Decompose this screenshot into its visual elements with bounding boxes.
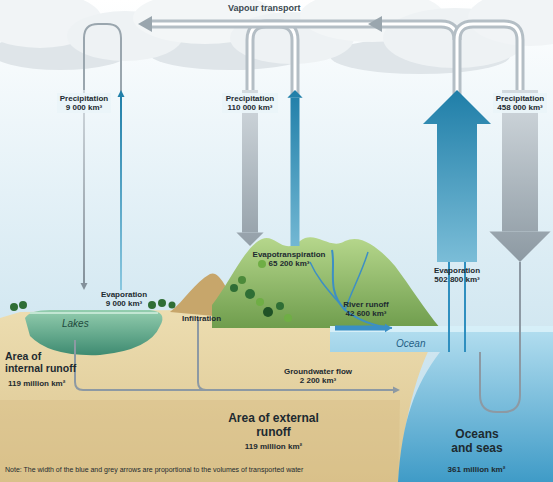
clouds xyxy=(0,0,553,74)
note-text: Note: The width of the blue and grey arr… xyxy=(5,466,445,474)
tree xyxy=(284,314,292,322)
tree xyxy=(238,276,246,284)
vapour-loop xyxy=(84,24,121,95)
vapour-loop-highlight xyxy=(250,24,295,95)
lake-surface xyxy=(30,312,158,314)
arrow-head xyxy=(81,283,88,290)
flow-label: Evaporation 9 000 km³ xyxy=(98,290,150,308)
node-text: 119 million km² xyxy=(212,442,335,451)
arrow-shaft xyxy=(120,97,122,290)
flow-label: River runoff 42 600 km³ xyxy=(340,300,392,318)
trees xyxy=(10,260,292,322)
arrow-shaft xyxy=(437,124,477,262)
node-text: Vapour transport xyxy=(228,3,338,13)
ocean-loop-line xyxy=(480,262,520,412)
ocean-surface: Ocean xyxy=(392,322,462,356)
flow-label: Groundwater flow 2 200 km³ xyxy=(281,367,355,385)
tree xyxy=(245,289,255,299)
arrow-head xyxy=(236,232,263,246)
cloud-band: Vapour transport xyxy=(0,0,553,90)
tree xyxy=(256,298,264,306)
arrow-head xyxy=(423,90,491,124)
arrow-head xyxy=(385,324,392,333)
vapour-loop xyxy=(250,24,295,95)
flow-label: Evaporation 502 800 km³ xyxy=(430,266,484,284)
tree xyxy=(148,301,156,309)
tree xyxy=(169,302,176,309)
flow-arrow xyxy=(489,90,550,262)
arrow-shaft xyxy=(335,326,385,331)
arrow-head xyxy=(489,231,550,262)
ocean-area: Oceans and seas 361 million km² xyxy=(400,262,553,482)
infiltration-line xyxy=(198,318,206,390)
flow-arrow xyxy=(287,90,302,246)
arrow-shaft xyxy=(212,389,393,391)
river xyxy=(310,250,392,328)
node-text: Oceans and seas xyxy=(446,428,508,456)
flow-arrow xyxy=(335,324,392,333)
node-text: Ocean xyxy=(396,338,456,350)
groundwater-line xyxy=(75,340,212,390)
tree xyxy=(276,302,284,310)
arrow-head xyxy=(287,90,302,98)
lake xyxy=(25,310,162,355)
node-text: 361 million km² xyxy=(400,465,553,474)
groundwater-lines xyxy=(75,262,520,412)
arrow-shaft xyxy=(291,98,300,246)
hills xyxy=(212,237,440,328)
tree xyxy=(263,307,273,317)
node-text: 119 million km² xyxy=(8,379,108,388)
vapour-loop xyxy=(457,24,520,95)
flow-label: Precipitation 9 000 km³ xyxy=(57,93,111,113)
tree xyxy=(10,303,18,311)
arrow-shaft xyxy=(83,90,85,283)
vapour-arrowhead xyxy=(138,16,152,32)
flow-arrow xyxy=(236,90,263,246)
flow-arrow xyxy=(118,90,125,290)
vapour-arrowhead xyxy=(368,16,382,32)
land-area: Area of internal runoff 119 million km² La… xyxy=(0,290,212,482)
flow-label: Precipitation 110 000 km³ xyxy=(222,93,278,113)
vapour-loop-highlight xyxy=(457,24,520,95)
annotation: Infiltration xyxy=(182,314,242,323)
tree xyxy=(258,260,266,268)
vapour-pipes xyxy=(84,16,520,95)
river-line xyxy=(332,250,392,328)
river-line xyxy=(310,262,345,310)
tree xyxy=(19,301,27,309)
tree xyxy=(158,299,166,307)
flow-label: Precipitation 458 000 km³ xyxy=(493,93,547,113)
tree xyxy=(230,284,238,292)
lake-area: Lakes xyxy=(28,308,158,350)
flow-arrow xyxy=(212,387,400,394)
vapour-transport-line xyxy=(150,24,457,95)
node-text: Lakes xyxy=(62,318,122,330)
flow-arrow xyxy=(81,90,88,290)
vapour-transport-highlight xyxy=(150,24,457,95)
flow-label: Evapotranspiration 65 200 km³ xyxy=(249,250,329,268)
arrow-head xyxy=(118,90,125,97)
node-text: Area of internal runoff xyxy=(5,350,79,374)
arrow-head xyxy=(393,387,400,394)
land-area: Area of external runoff 119 million km² xyxy=(212,246,335,482)
node-text: Area of external runoff xyxy=(212,412,335,440)
flow-arrow xyxy=(423,90,491,262)
